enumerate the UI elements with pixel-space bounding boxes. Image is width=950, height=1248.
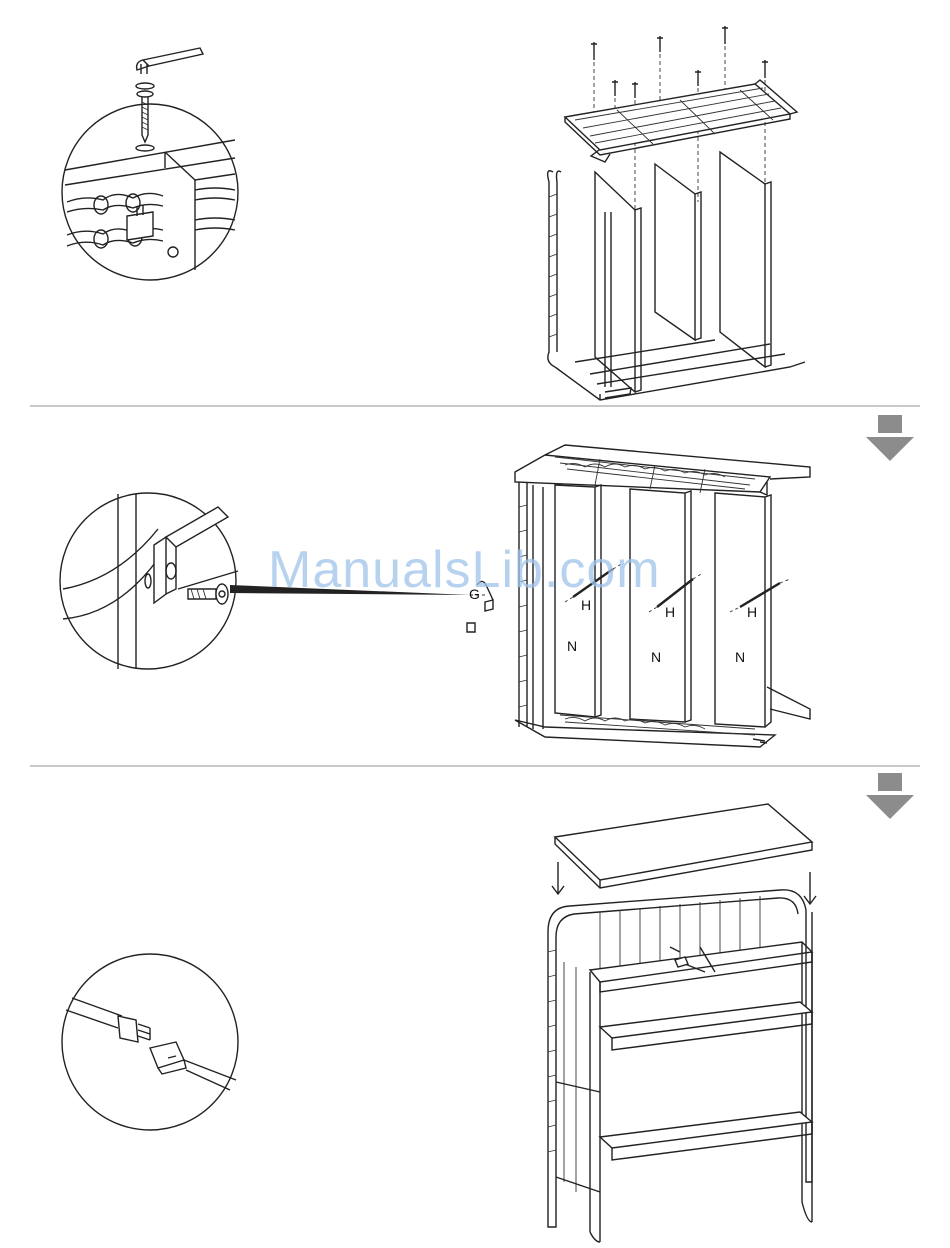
label-hardware-g: G [469, 586, 480, 602]
bolt-icon [136, 83, 154, 142]
allen-key-icon [137, 48, 203, 74]
changing-pad [555, 804, 812, 888]
next-step-arrow-icon-2 [866, 773, 914, 819]
detail-leader-line [230, 577, 490, 607]
step-3-assembly-drawing [540, 802, 825, 1242]
label-rod-2-top: H [665, 604, 675, 620]
step-3-detail-circle [58, 950, 243, 1135]
label-rod-1-bottom: N [567, 638, 577, 654]
label-rod-1-top: H [581, 597, 591, 613]
label-rod-2-bottom: N [651, 649, 661, 665]
buckle-icon [66, 998, 236, 1090]
label-rod-3-bottom: N [735, 649, 745, 665]
step-2-assembly-drawing: G H N H N H N [505, 437, 815, 747]
bolt-icon [188, 584, 228, 604]
step-1-section [0, 0, 950, 405]
step-2-detail-circle [58, 489, 243, 674]
step-2-section: G H N H N H N ManualsLib.com [0, 407, 950, 765]
step-1-detail-circle [55, 40, 245, 280]
step-3-section [0, 767, 950, 1248]
next-step-arrow-icon [866, 415, 914, 461]
step-1-assembly-drawing [535, 22, 815, 402]
label-rod-3-top: H [747, 604, 757, 620]
